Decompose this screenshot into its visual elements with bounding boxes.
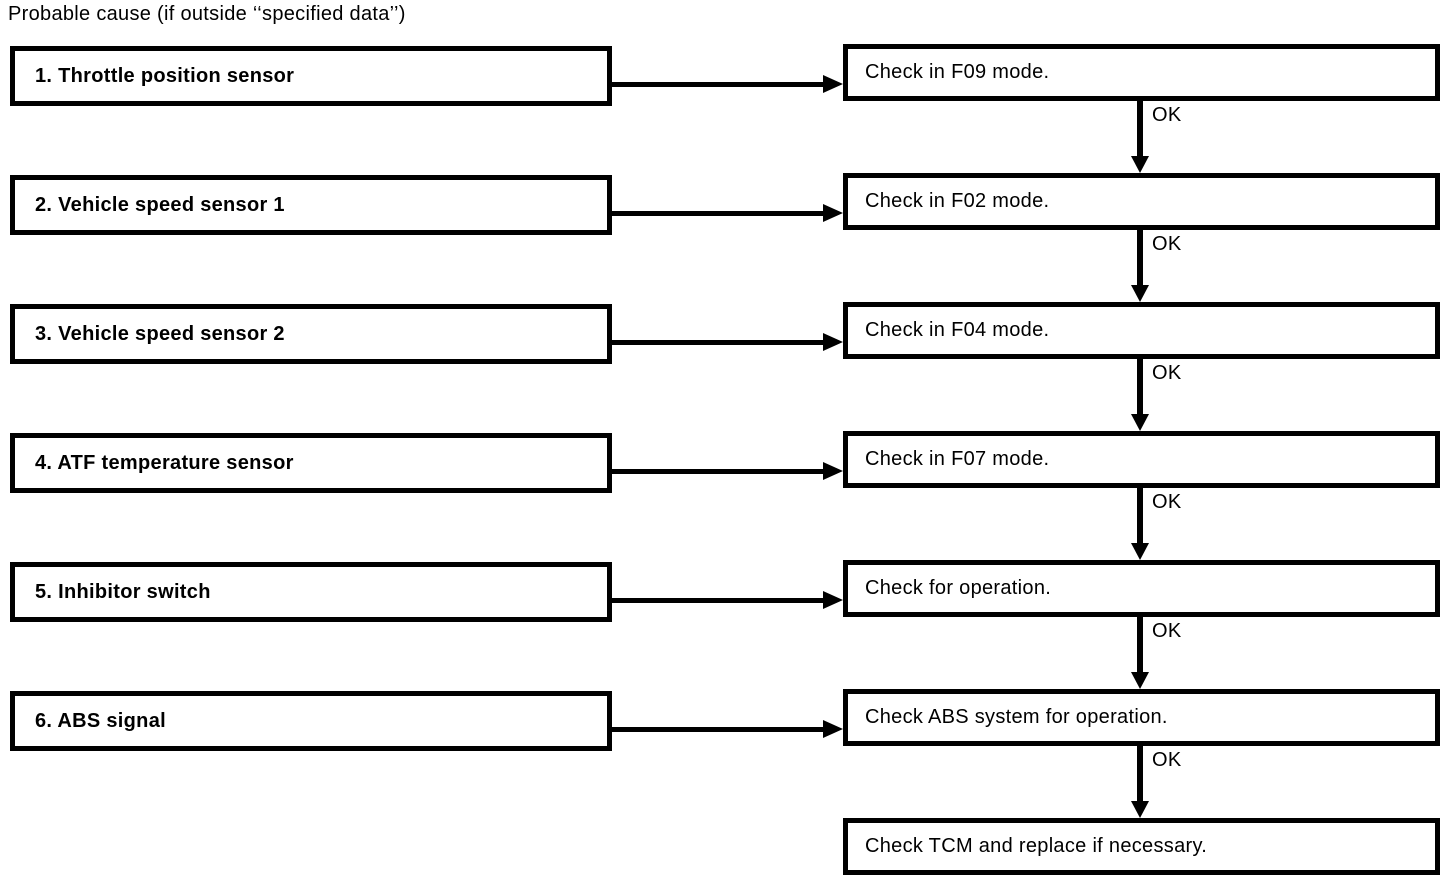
cause-to-check-arrow	[612, 211, 825, 216]
ok-label: OK	[1152, 104, 1182, 126]
arrow-right-head-icon	[823, 204, 843, 222]
cause-box-3: 3. Vehicle speed sensor 2	[10, 304, 612, 364]
cause-box-4: 4. ATF temperature sensor	[10, 433, 612, 493]
arrow-down-head-icon	[1131, 672, 1149, 689]
cause-to-check-arrow	[612, 340, 825, 345]
cause-label: 4. ATF temperature sensor	[35, 451, 294, 474]
arrow-right-head-icon	[823, 591, 843, 609]
cause-label: 5. Inhibitor switch	[35, 580, 211, 603]
ok-label: OK	[1152, 233, 1182, 255]
check-box-6: Check ABS system for operation.	[843, 689, 1440, 746]
check-box-1: Check in F09 mode.	[843, 44, 1440, 101]
cause-label: 1. Throttle position sensor	[35, 64, 295, 87]
check-box-3: Check in F04 mode.	[843, 302, 1440, 359]
cause-to-check-arrow	[612, 82, 825, 87]
ok-label: OK	[1152, 620, 1182, 642]
check-label: Check in F04 mode.	[865, 319, 1050, 341]
arrow-right-head-icon	[823, 720, 843, 738]
check-label: Check ABS system for operation.	[865, 706, 1168, 728]
check-label: Check for operation.	[865, 577, 1052, 599]
arrow-down-head-icon	[1131, 156, 1149, 173]
cause-box-6: 6. ABS signal	[10, 691, 612, 751]
arrow-down-head-icon	[1131, 801, 1149, 818]
cause-to-check-arrow	[612, 469, 825, 474]
ok-arrow	[1137, 745, 1143, 803]
arrow-right-head-icon	[823, 75, 843, 93]
ok-arrow	[1137, 487, 1143, 545]
cause-label: 3. Vehicle speed sensor 2	[35, 322, 285, 345]
page-title: Probable cause (if outside ‘‘specified d…	[8, 3, 406, 25]
ok-arrow	[1137, 616, 1143, 674]
ok-label: OK	[1152, 362, 1182, 384]
check-box-5: Check for operation.	[843, 560, 1440, 617]
cause-to-check-arrow	[612, 727, 825, 732]
cause-label: 6. ABS signal	[35, 709, 166, 732]
final-check-box: Check TCM and replace if necessary.	[843, 818, 1440, 875]
ok-arrow	[1137, 100, 1143, 158]
arrow-down-head-icon	[1131, 414, 1149, 431]
cause-to-check-arrow	[612, 598, 825, 603]
arrow-down-head-icon	[1131, 543, 1149, 560]
ok-label: OK	[1152, 491, 1182, 513]
ok-arrow	[1137, 229, 1143, 287]
check-box-2: Check in F02 mode.	[843, 173, 1440, 230]
ok-label: OK	[1152, 749, 1182, 771]
check-box-4: Check in F07 mode.	[843, 431, 1440, 488]
arrow-right-head-icon	[823, 333, 843, 351]
cause-label: 2. Vehicle speed sensor 1	[35, 193, 285, 216]
check-label: Check in F09 mode.	[865, 61, 1050, 83]
final-check-label: Check TCM and replace if necessary.	[865, 835, 1208, 857]
arrow-down-head-icon	[1131, 285, 1149, 302]
check-label: Check in F02 mode.	[865, 190, 1050, 212]
arrow-right-head-icon	[823, 462, 843, 480]
cause-box-5: 5. Inhibitor switch	[10, 562, 612, 622]
cause-box-1: 1. Throttle position sensor	[10, 46, 612, 106]
check-label: Check in F07 mode.	[865, 448, 1050, 470]
ok-arrow	[1137, 358, 1143, 416]
cause-box-2: 2. Vehicle speed sensor 1	[10, 175, 612, 235]
